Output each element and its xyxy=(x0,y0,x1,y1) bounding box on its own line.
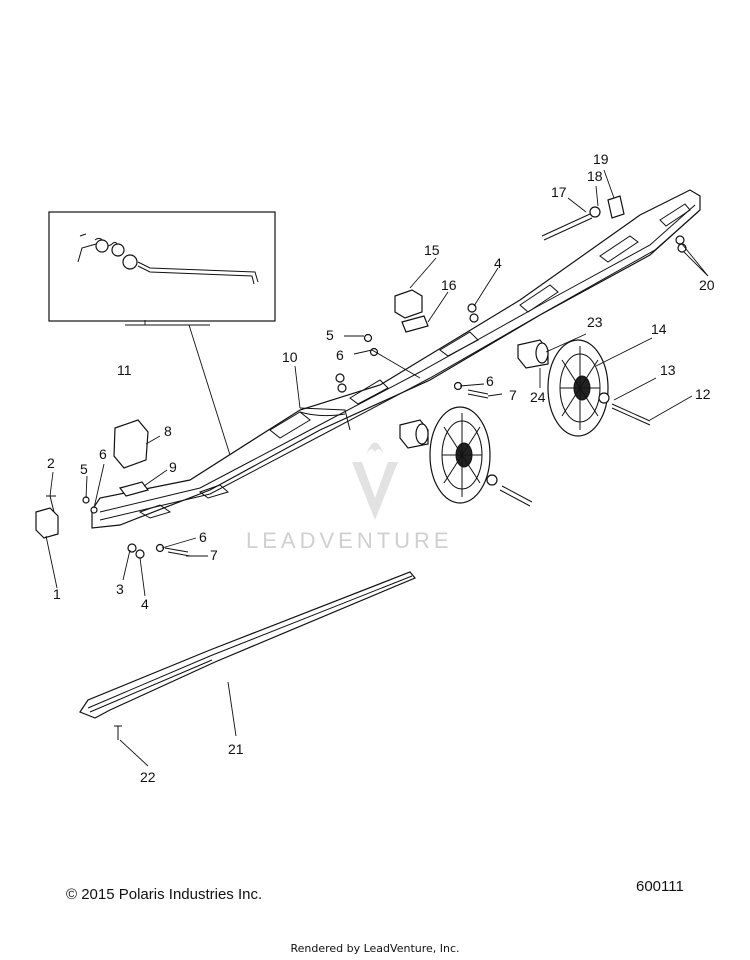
callout-6: 6 xyxy=(99,446,107,462)
callout-17: 17 xyxy=(551,184,567,200)
callout-8: 8 xyxy=(164,423,172,439)
hardware xyxy=(35,195,687,740)
callout-18: 18 xyxy=(587,168,603,184)
shock-rod xyxy=(137,261,259,285)
callout-13: 13 xyxy=(660,362,676,378)
callout-14: 14 xyxy=(651,321,667,337)
watermark-text: LEADVENTURE xyxy=(246,528,453,553)
callout-5: 5 xyxy=(80,461,88,477)
callout-10: 10 xyxy=(282,349,298,365)
callout-19: 19 xyxy=(593,151,609,167)
leadventure-watermark: LEADVENTURE xyxy=(246,442,453,553)
callout-11: 11 xyxy=(117,362,132,378)
rendered-by-text: Rendered by LeadVenture, Inc. xyxy=(290,942,460,955)
callout-16: 16 xyxy=(441,277,457,293)
callout-23: 23 xyxy=(587,314,603,330)
callout-6: 6 xyxy=(199,529,207,545)
callout-7: 7 xyxy=(509,387,517,403)
figure-id: 600111 xyxy=(636,878,684,895)
inset-box xyxy=(48,211,276,322)
callout-12: 12 xyxy=(695,386,711,402)
idler-wheel-front xyxy=(429,406,491,504)
callouts: 1 2 3 4 4 5 5 6 6 6 6 7 7 8 9 10 11 12 1… xyxy=(47,151,715,785)
callout-4: 4 xyxy=(141,596,149,612)
callout-24: 24 xyxy=(530,389,546,405)
callout-21: 21 xyxy=(228,741,244,757)
callout-2: 2 xyxy=(47,455,55,471)
rail-cutouts xyxy=(269,203,691,439)
copyright-text: © 2015 Polaris Industries Inc. xyxy=(66,886,263,903)
callout-9: 9 xyxy=(169,459,177,475)
callout-3: 3 xyxy=(116,581,124,597)
slide-rail xyxy=(91,189,701,529)
callout-4: 4 xyxy=(494,255,502,271)
callout-15: 15 xyxy=(424,242,440,258)
callout-22: 22 xyxy=(140,769,156,785)
watermark-logo-icon xyxy=(352,462,398,520)
callout-20: 20 xyxy=(699,277,715,293)
callout-5: 5 xyxy=(326,327,334,343)
wear-strip xyxy=(79,571,416,719)
callout-6: 6 xyxy=(336,347,344,363)
leader-lines xyxy=(45,169,709,767)
callout-1: 1 xyxy=(53,586,61,602)
idler-wheel-rear xyxy=(547,339,609,437)
callout-6: 6 xyxy=(486,373,494,389)
callout-7: 7 xyxy=(210,547,218,563)
